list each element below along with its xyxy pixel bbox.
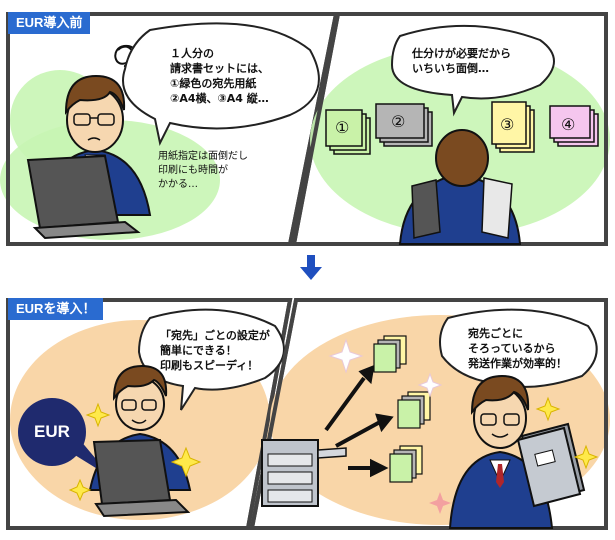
worker-back-figure [398, 129, 522, 245]
printer-icon [261, 439, 347, 507]
sparkle-icon [68, 402, 202, 502]
speech-bubble-4 [439, 308, 598, 408]
bubble-2-text: 仕分けが必要だから いちいち面倒… [412, 46, 511, 76]
sparkle-icon [535, 396, 599, 470]
bubble-4-text: 宛先ごとに そろっているから 発送作業が効率的！ [468, 326, 567, 371]
note-line: 用紙指定は面倒だし [158, 151, 248, 162]
bubble-1-line: 請求書セットには、 [170, 62, 269, 75]
bubble-1-text: １人分の 請求書セットには、 ①緑色の宛先用紙 ②A4横、③A4 縦… [170, 46, 269, 106]
note-line: 印刷にも時間が [158, 165, 228, 176]
file-binder-icon [516, 422, 586, 508]
bubble-1-line: １人分の [170, 47, 214, 60]
bubble-4-line: そろっているから [468, 342, 556, 355]
stack-label-2: ② [391, 112, 405, 131]
panel-4-after [249, 298, 610, 530]
panel-1-before [0, 12, 339, 246]
note-line: かかる… [158, 179, 198, 190]
stack-label-3: ③ [500, 115, 514, 134]
bubble-4-line: 宛先ごとに [468, 327, 523, 340]
bubble-3-line: 印刷もスピーディ！ [160, 359, 259, 372]
sorted-stack-1 [373, 335, 407, 373]
bubble-1-line: ②A4横、③A4 縦… [170, 92, 269, 105]
bubble-3-line: 簡単にできる！ [160, 344, 237, 357]
down-arrow-icon [300, 255, 322, 280]
paper-stack-2 [375, 103, 433, 147]
sorted-stack-2 [397, 391, 431, 429]
paper-stack-1 [325, 109, 371, 155]
eur-badge-label: EUR [34, 422, 70, 441]
bubble-3-line: 「宛先」ごとの設定が [160, 329, 270, 342]
bubble-3-text: 「宛先」ごとの設定が 簡単にできる！ 印刷もスピーディ！ [160, 328, 270, 373]
bubble-4-line: 発送作業が効率的！ [468, 357, 567, 370]
bubble-2-line: いちいち面倒… [412, 62, 489, 75]
section-label-after: EURを導入！ [8, 298, 104, 320]
speech-bubble-1 [122, 22, 320, 147]
panel-2-before: ① ② ③ ④ [291, 12, 610, 246]
sorted-stack-3 [389, 445, 423, 483]
bubble-1-line: ①緑色の宛先用紙 [170, 77, 257, 90]
sparkle-icon [429, 492, 451, 514]
panel-3-after [6, 298, 293, 530]
laptop-icon [92, 438, 191, 518]
bubble-2-line: 仕分けが必要だから [412, 47, 511, 60]
laptop-icon [26, 154, 141, 240]
sparkle-icon [328, 338, 443, 398]
panel-1-note: 用紙指定は面倒だし 印刷にも時間が かかる… [158, 150, 248, 192]
stack-label-4: ④ [561, 115, 575, 134]
speech-bubble-3 [137, 308, 285, 411]
output-arrow-icon [324, 364, 394, 478]
stack-label-1: ① [335, 118, 349, 137]
speech-bubble-2 [390, 24, 555, 117]
paper-stack-4 [549, 105, 599, 147]
paper-stack-3 [491, 101, 535, 153]
section-label-before: EUR導入前 [8, 12, 91, 34]
